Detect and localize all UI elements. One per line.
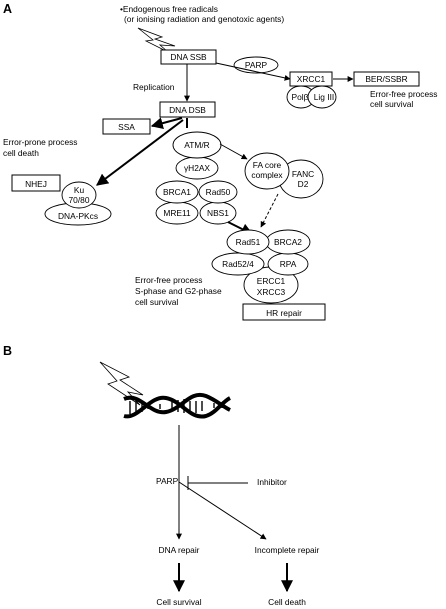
fa-core-oval <box>244 152 290 190</box>
dsb-to-nhej-arrow <box>96 119 184 186</box>
pol-beta-label: Polβ <box>292 92 309 102</box>
ku-oval <box>61 181 97 209</box>
nhej-label: NHEJ <box>25 179 47 189</box>
cell-survival-label: Cell survival <box>156 597 201 607</box>
error-free-line-1: Error-free process <box>370 89 437 99</box>
lig-iii-label: Lig III <box>314 92 334 102</box>
inhibitor-label: Inhibitor <box>257 477 287 487</box>
rad51-oval <box>226 229 270 255</box>
ssa-box <box>102 118 151 135</box>
brca2-label: BRCA2 <box>274 237 302 247</box>
panel-b-letter: B <box>3 344 12 358</box>
fa-core-label-2: complex <box>251 170 283 180</box>
cell-death-label: Cell death <box>268 597 306 607</box>
brca1-label: BRCA1 <box>163 187 191 197</box>
hr-repair-box <box>242 303 326 321</box>
replication-label: Replication <box>133 82 175 92</box>
dna-dsb-box <box>159 101 216 118</box>
xrcc1-box <box>289 71 333 87</box>
rad51-label: Rad51 <box>236 237 261 247</box>
ku-label-2: 70/80 <box>69 195 90 205</box>
dna-pkcs-label: DNA-PKcs <box>58 211 98 221</box>
fa-to-hr-dashed-arrow <box>260 193 279 228</box>
dsb-to-ssa-arrow <box>150 117 183 130</box>
hr-error-free-line-2: S-phase and G2-phase <box>135 286 222 296</box>
dna-ssb-label: DNA SSB <box>170 52 207 62</box>
xrcc1-label: XRCC1 <box>297 74 326 84</box>
brca1-oval <box>155 180 199 204</box>
panel-a-letter: A <box>3 2 12 16</box>
rad50-label: Rad50 <box>206 187 231 197</box>
error-prone-line-1: Error-prone process <box>3 137 77 147</box>
ber-ssbr-label: BER/SSBR <box>365 74 407 84</box>
error-free-line-2: cell survival <box>370 99 413 109</box>
hr-error-free-line-3: cell survival <box>135 297 178 307</box>
error-prone-line-2: cell death <box>3 148 39 158</box>
gamma-h2ax-label: γH2AX <box>184 163 210 173</box>
hr-error-free-line-1: Error-free process <box>135 275 202 285</box>
fa-core-label-1: FA core <box>253 160 282 170</box>
atm-to-fa-arrow <box>219 143 248 160</box>
rad52-4-label: Rad52/4 <box>222 259 254 269</box>
ber-ssbr-box <box>353 71 420 87</box>
nbs1-label: NBS1 <box>207 208 229 218</box>
lightning-bolt-icon <box>137 27 176 53</box>
incomplete-repair-label: Incomplete repair <box>255 545 320 555</box>
ssb-to-xrcc1-arrow <box>215 62 291 81</box>
source-line-2: (or ionising radiation and genotoxic age… <box>124 14 284 24</box>
fancd2-label-2: D2 <box>298 179 309 189</box>
dna-ssb-box <box>160 49 217 65</box>
xrcc3-label: XRCC3 <box>257 287 286 297</box>
nhej-box <box>11 174 61 192</box>
parp-label: PARP <box>245 60 268 70</box>
dna-dsb-label: DNA DSB <box>169 105 206 115</box>
rad50-oval <box>198 180 238 204</box>
ssa-label: SSA <box>118 122 135 132</box>
dna-repair-label: DNA repair <box>159 545 200 555</box>
ku-label-1: Ku <box>74 185 85 195</box>
hr-repair-label: HR repair <box>266 308 302 318</box>
ercc1-label: ERCC1 <box>257 276 286 286</box>
lightning-bolt-icon <box>99 361 144 406</box>
dna-helix-icon <box>123 392 232 419</box>
mre11-label: MRE11 <box>163 208 191 218</box>
parp-to-incomplete-arrow <box>178 481 267 540</box>
source-line-1: •Endogenous free radicals <box>120 4 218 14</box>
fancd2-label-1: FANC <box>292 169 314 179</box>
parp-b-label: PARP <box>156 476 179 486</box>
rpa-label: RPA <box>280 259 297 269</box>
atm-r-label: ATM/R <box>184 140 209 150</box>
